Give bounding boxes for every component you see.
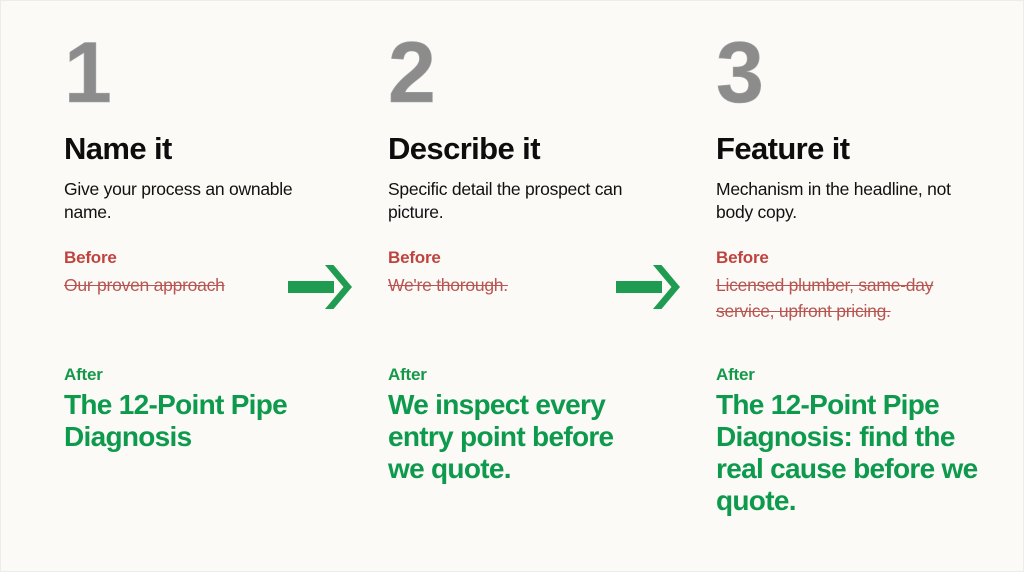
after-text-2: We inspect every entry point before we q… [388,389,614,484]
before-text-2: We're thorough. [388,275,508,295]
step-number-1: 1 [64,25,112,121]
after-label-3: After [716,365,755,384]
before-label-1: Before [64,248,117,267]
after-block-3: After The 12-Point Pipe Diagnosis: find … [716,365,988,517]
after-label-1: After [64,365,103,384]
after-block-1: After The 12-Point Pipe Diagnosis [64,365,298,453]
step-description-1: Give your process an ownable name. [64,179,293,222]
arrow-right-icon-2 [616,262,682,312]
step-number-3: 3 [716,25,764,121]
after-text-1: The 12-Point Pipe Diagnosis [64,389,288,452]
arrow-right-icon-1 [288,262,354,312]
before-block-3: Before Licensed plumber, same-day servic… [716,248,952,324]
after-text-3: The 12-Point Pipe Diagnosis: find the re… [716,389,978,516]
before-block-1: Before Our proven approach [64,248,254,298]
step-title-2: Describe it [388,131,541,166]
step-number-2: 2 [388,25,436,121]
before-text-3: Licensed plumber, same-day service, upfr… [716,275,934,321]
before-text-1: Our proven approach [64,275,225,295]
before-block-2: Before We're thorough. [388,248,628,298]
after-label-2: After [388,365,427,384]
before-label-3: Before [716,248,769,267]
before-label-2: Before [388,248,441,267]
step-title-3: Feature it [716,131,850,166]
step-description-3: Mechanism in the headline, not body copy… [716,179,951,222]
after-block-2: After We inspect every entry point befor… [388,365,652,485]
step-title-1: Name it [64,131,172,166]
step-description-2: Specific detail the prospect can picture… [388,179,623,222]
